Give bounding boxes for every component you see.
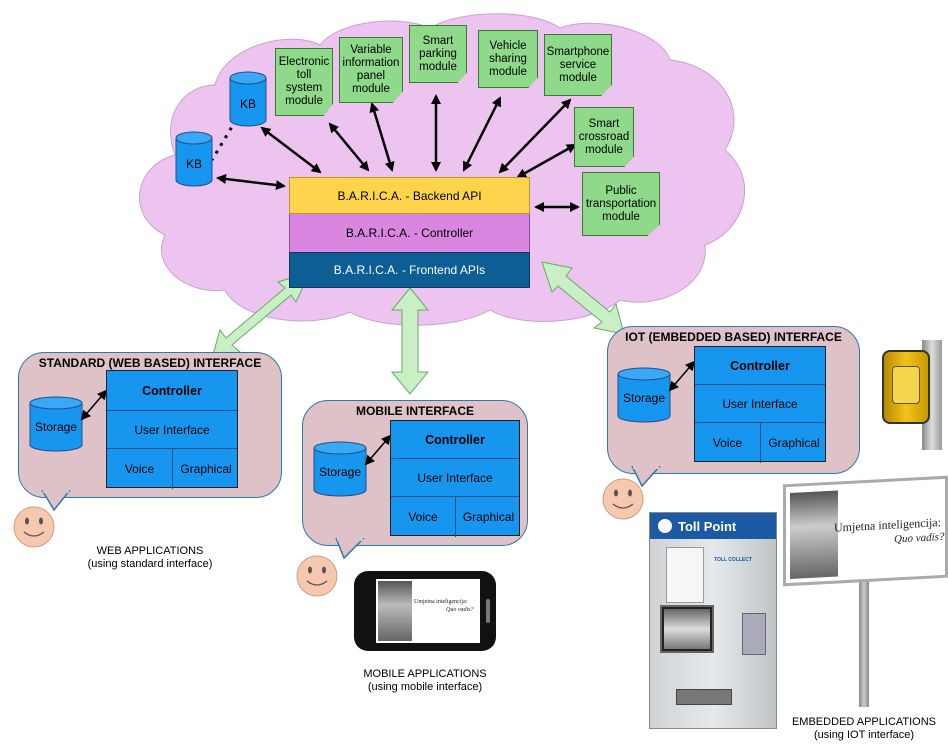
phone-illustration: Umjetna inteligencija: Quo vadis?	[354, 571, 496, 651]
module-smartphone-service: Smartphone service module	[544, 34, 612, 96]
mobile-controller-label: Controller	[391, 421, 519, 459]
smiley-mobile-icon	[296, 555, 338, 597]
controller-layer: B.A.R.I.C.A. - Controller	[289, 214, 530, 252]
module-vehicle-sharing: Vehicle sharing module	[478, 30, 538, 88]
frontend-apis-layer: B.A.R.I.C.A. - Frontend APIs	[289, 252, 530, 288]
mobile-voice-label: Voice	[391, 497, 456, 537]
web-caption: WEB APPLICATIONS (using standard interfa…	[87, 545, 213, 570]
toll-slot	[676, 689, 732, 705]
iot-storage-link	[668, 360, 696, 392]
iot-controller-panel: Controller User Interface Voice Graphica…	[694, 346, 826, 463]
web-controller-panel: Controller User Interface Voice Graphica…	[106, 370, 238, 489]
billboard-frame: Umjetna inteligencija: Quo vadis?	[783, 475, 948, 587]
mobile-controller-panel: Controller User Interface Voice Graphica…	[390, 420, 520, 537]
module-public-transportation: Public transportation module	[582, 172, 660, 236]
kb-label-1: KB	[240, 97, 256, 111]
module-variable-information-panel: Variable information panel module	[339, 37, 403, 103]
phone-home-button	[486, 599, 490, 623]
web-storage-cylinder: Storage	[29, 396, 83, 452]
toll-screen	[660, 605, 714, 653]
module-smart-parking: Smart parking module	[409, 25, 467, 83]
toll-logo-icon	[658, 519, 672, 533]
web-ui-label: User Interface	[107, 411, 237, 449]
backend-api-layer: B.A.R.I.C.A. - Backend API	[289, 177, 530, 214]
kb-label-2: KB	[186, 157, 202, 171]
iot-ui-label: User Interface	[695, 385, 825, 423]
web-voice-label: Voice	[107, 449, 173, 489]
phone-subtitle: Quo vadis?	[446, 607, 474, 613]
smiley-web-icon	[13, 506, 55, 548]
toll-machine-illustration: Toll Point TOLL COLLECT	[649, 512, 777, 729]
mobile-caption: MOBILE APPLICATIONS (using mobile interf…	[363, 668, 487, 693]
pole-device-illustration	[878, 340, 948, 450]
toll-keypad	[742, 613, 766, 655]
mobile-bubble-tail	[335, 538, 365, 560]
svg-text:Storage: Storage	[35, 420, 77, 434]
toll-machine-header: Toll Point	[650, 513, 776, 539]
mobile-storage-cylinder: Storage	[313, 441, 367, 497]
mobile-ui-label: User Interface	[391, 459, 519, 497]
phone-screen: Umjetna inteligencija: Quo vadis?	[376, 579, 480, 643]
kb-dotted-link	[210, 119, 238, 161]
web-controller-label: Controller	[107, 371, 237, 411]
billboard-portrait	[790, 490, 838, 579]
mobile-storage-link	[364, 434, 392, 466]
billboard-illustration: Umjetna inteligencija: Quo vadis?	[783, 472, 948, 707]
device-face	[892, 366, 920, 404]
toll-point-label: Toll Point	[678, 518, 737, 534]
iot-interface-title: IOT (EMBEDDED BASED) INTERFACE	[625, 330, 842, 344]
kb-cylinder-2: KB	[175, 131, 213, 187]
web-storage-link	[80, 389, 108, 421]
billboard-subtitle: Quo vadis?	[894, 530, 945, 546]
toll-collect-label: TOLL COLLECT	[714, 557, 752, 563]
web-bubble-tail	[41, 490, 71, 512]
module-electronic-toll: Electronic toll system module	[275, 48, 333, 116]
smiley-iot-icon	[602, 478, 644, 520]
module-smart-crossroad: Smart crossroad module	[574, 107, 634, 167]
toll-paper-sheet	[666, 547, 704, 603]
iot-graphical-label: Graphical	[768, 436, 820, 450]
billboard-pole	[859, 572, 869, 707]
mobile-interface-title: MOBILE INTERFACE	[355, 404, 474, 418]
iot-storage-cylinder: Storage	[617, 367, 671, 423]
svg-text:Storage: Storage	[623, 391, 665, 405]
svg-text:Storage: Storage	[319, 465, 361, 479]
phone-title: Umjetna inteligencija:	[414, 599, 468, 605]
yellow-device	[882, 350, 930, 424]
mobile-graphical-label: Graphical	[462, 510, 515, 524]
connection-arrows	[216, 94, 580, 212]
toll-screen-content	[664, 609, 710, 649]
iot-controller-label: Controller	[695, 347, 825, 385]
phone-portrait	[378, 581, 412, 641]
kb-cylinder-1: KB	[229, 71, 267, 127]
iot-bubble-tail	[631, 466, 661, 488]
web-interface-title: STANDARD (WEB BASED) INTERFACE	[38, 356, 262, 370]
web-graphical-label: Graphical	[180, 462, 232, 476]
iot-voice-label: Voice	[695, 423, 761, 463]
iot-caption: EMBEDDED APPLICATIONS (using IOT interfa…	[791, 716, 937, 741]
